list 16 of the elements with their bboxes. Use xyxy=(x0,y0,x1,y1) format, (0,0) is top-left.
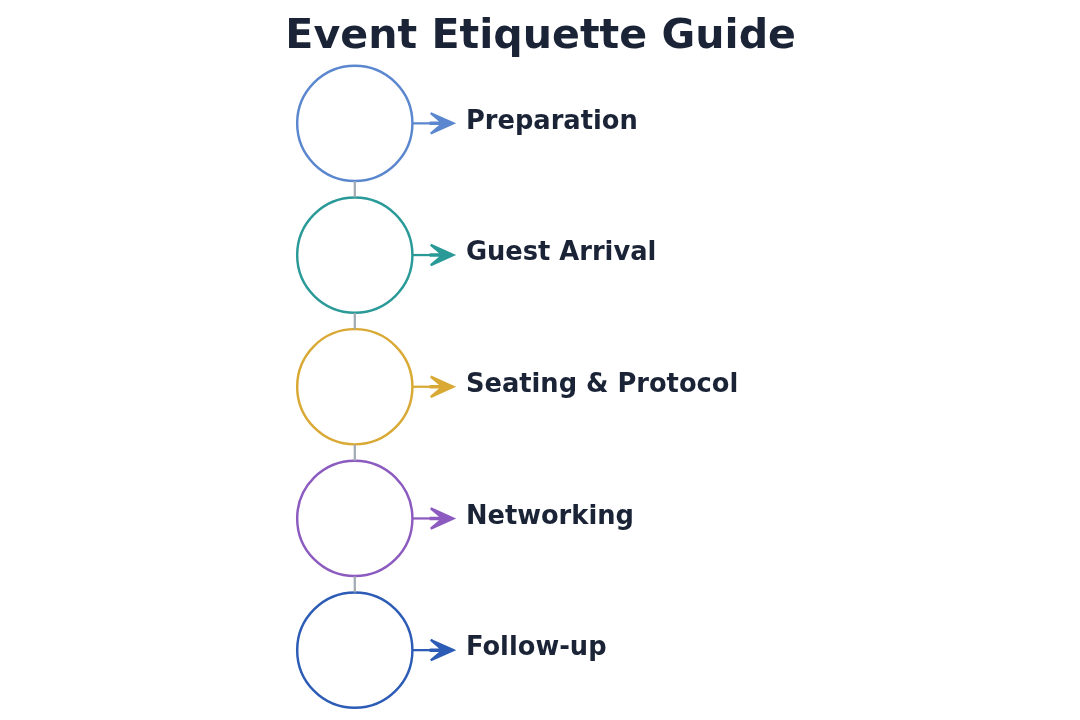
arrow xyxy=(412,243,455,267)
node-text: Networking xyxy=(465,499,634,530)
node-text: Preparation xyxy=(465,104,638,135)
node-text: Seating & Protocol xyxy=(465,367,739,398)
diagram-title: Event Etiquette Guide xyxy=(285,10,797,59)
node-text: Guest Arrival xyxy=(465,236,657,267)
arrow xyxy=(412,638,455,662)
node-circle xyxy=(295,196,414,314)
arrow xyxy=(412,112,455,135)
node-circle xyxy=(295,591,414,709)
arrow xyxy=(412,375,455,399)
node-circle xyxy=(295,459,414,578)
node-text: Follow-up xyxy=(465,631,607,662)
node-circle xyxy=(295,327,414,446)
arrow xyxy=(412,507,455,530)
node-circle xyxy=(295,64,414,183)
